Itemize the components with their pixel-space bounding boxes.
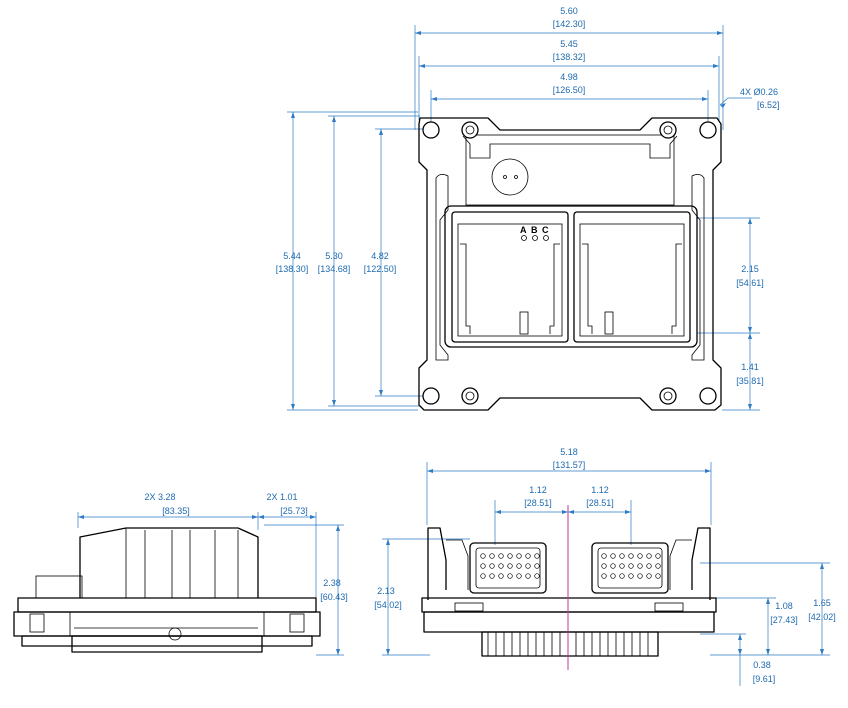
connector-letter-a: A	[520, 225, 527, 235]
left-header-connector	[469, 542, 547, 594]
dim-connector-center-height: 1.08	[775, 601, 793, 611]
module-side-outline	[13, 527, 321, 653]
dim-right-height-mm: [42.02]	[808, 612, 836, 622]
dim-hole-callout: 4X Ø0.26	[740, 87, 778, 97]
dim-left-height: 2.13	[377, 586, 395, 596]
dim-connector-height-mm: [54.61]	[736, 278, 764, 288]
right-header-connector	[591, 542, 669, 594]
dim-connector-center-height-mm: [27.43]	[770, 615, 798, 625]
connector-letter-b: B	[531, 225, 538, 235]
dim-right-connector-offset: 1.12	[591, 485, 609, 495]
dim-connector-height: 2.15	[741, 264, 759, 274]
dim-left-connector-offset-mm: [28.51]	[524, 498, 552, 508]
dim-side-height-mm: [60.43]	[320, 592, 348, 602]
module-top-outline	[418, 117, 722, 411]
dim-hole-spacing-y: 4.82	[371, 251, 389, 261]
top-view: 5.60 [142.30] 5.45 [138.32] 4.98 [126.50…	[276, 6, 780, 411]
dim-left-height-mm: [54.02]	[374, 600, 402, 610]
dim-front-width-mm: [131.57]	[553, 460, 586, 470]
label-connector	[491, 158, 529, 196]
dim-flange-height-mm: [134.68]	[318, 264, 351, 274]
dim-overall-height: 5.44	[283, 251, 301, 261]
dim-body-length-mm: [83.35]	[162, 506, 190, 516]
side-view: 2X 3.28 [83.35] 2X 1.01 [25.73] 2.38 [60…	[13, 492, 348, 656]
mounting-holes	[422, 121, 717, 405]
dim-right-height: 1.65	[813, 598, 831, 608]
dim-connector-offset-mm: [35.81]	[736, 376, 764, 386]
dim-flange-width: 5.45	[560, 39, 578, 49]
dim-right-connector-offset-mm: [28.51]	[586, 498, 614, 508]
dim-side-height: 2.38	[323, 578, 341, 588]
dim-overall-height-mm: [138.30]	[276, 264, 309, 274]
dim-body-length: 2X 3.28	[144, 492, 175, 502]
dim-hole-spacing-x-mm: [126.50]	[553, 85, 586, 95]
dim-hole-spacing-x: 4.98	[560, 72, 578, 82]
dim-flange-offset: 2X 1.01	[266, 492, 297, 502]
dim-flange-width-mm: [138.32]	[553, 52, 586, 62]
dim-base-height-mm: [9.61]	[753, 674, 776, 684]
dim-hole-spacing-y-mm: [122.50]	[364, 264, 397, 274]
front-view: 5.18 [131.57] 1.12 [28.51] 1.12 [28.51] …	[374, 447, 836, 686]
dim-front-width: 5.18	[560, 447, 578, 457]
module-front-outline	[421, 527, 717, 657]
dim-connector-offset: 1.41	[741, 362, 759, 372]
dim-flange-height: 5.30	[325, 251, 343, 261]
dim-left-connector-offset: 1.12	[529, 485, 547, 495]
dim-base-height: 0.38	[753, 660, 771, 670]
connector-letter-c: C	[542, 225, 549, 235]
dim-hole-callout-mm: [6.52]	[757, 100, 780, 110]
dim-flange-offset-mm: [25.73]	[280, 506, 308, 516]
dim-overall-width-mm: [142.30]	[553, 19, 586, 29]
dim-overall-width: 5.60	[560, 6, 578, 16]
